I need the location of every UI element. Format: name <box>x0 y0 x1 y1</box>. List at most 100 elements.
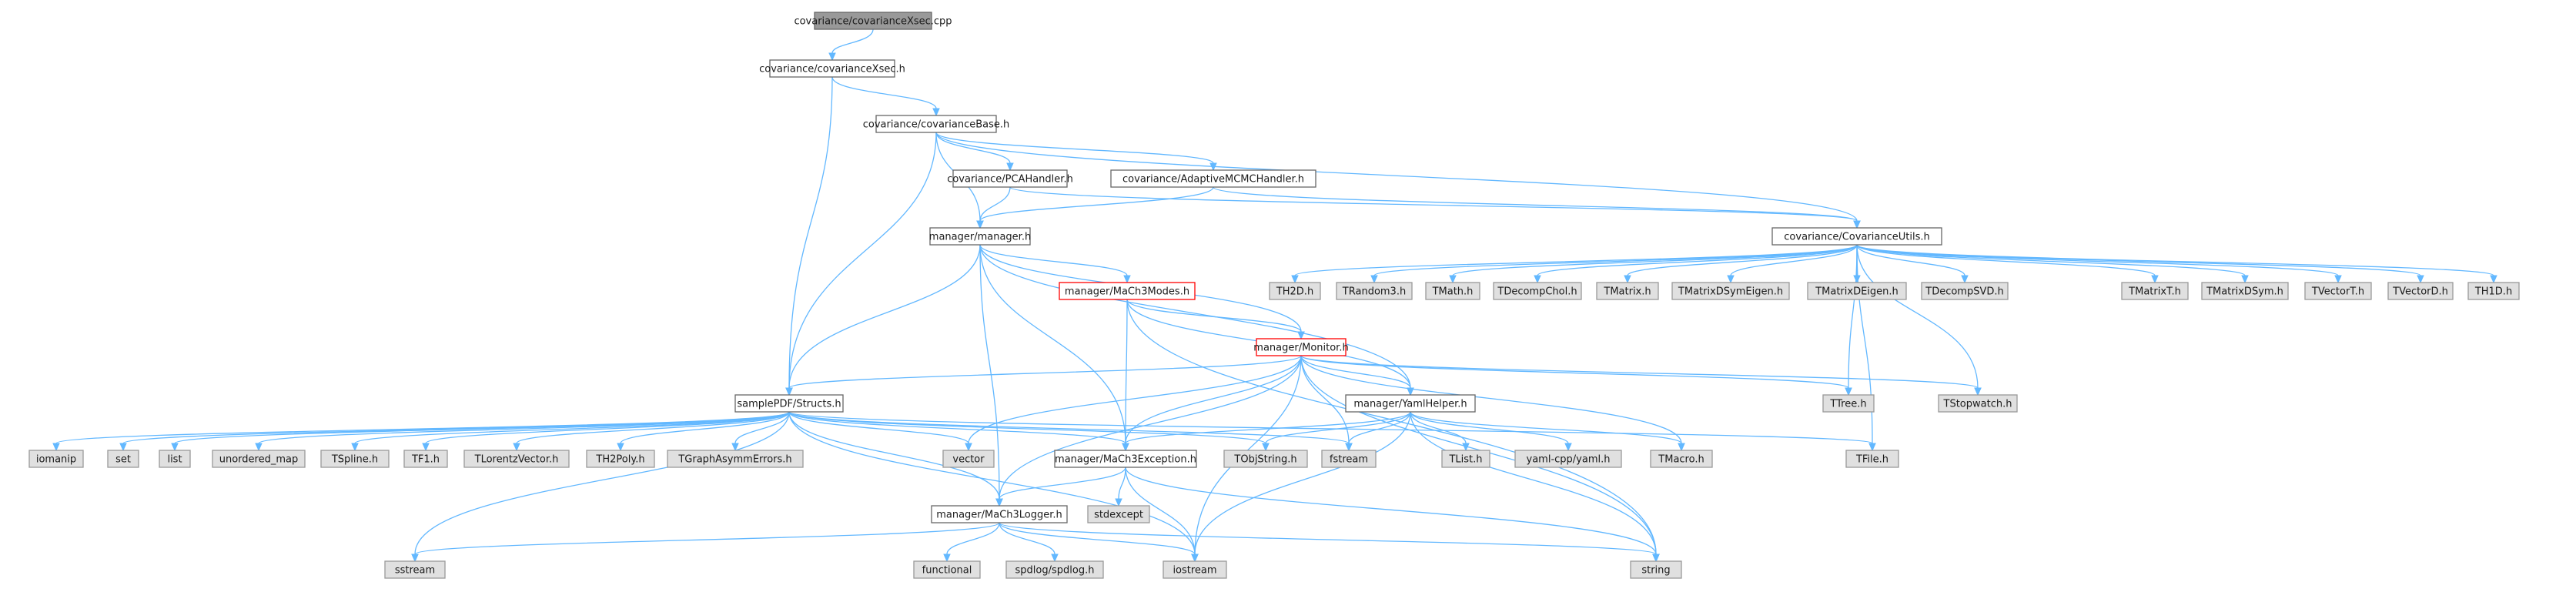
edge-covutils-to-tdecompchol <box>1534 244 1858 284</box>
node-label: vector <box>952 454 985 466</box>
edge-covutils-to-tmatrixdsymeigen <box>1727 244 1858 284</box>
node-tlorentz: TLorentzVector.h <box>463 450 570 468</box>
node-box <box>1110 169 1316 188</box>
node-label: TVectorT.h <box>2311 286 2364 298</box>
edge-modes-to-monitor <box>1126 299 1305 340</box>
edge-logger-to-functional <box>943 522 1000 563</box>
node-base[interactable]: covariance/covarianceBase.h <box>863 115 1010 133</box>
node-tmatrix: TMatrix.h <box>1596 282 1659 300</box>
edge-base-to-pca <box>935 132 1014 172</box>
edge-manager-to-yaml <box>979 244 1414 396</box>
edge-structs-to-th2poly <box>617 411 790 452</box>
node-list: list <box>159 450 191 468</box>
edge-modes-to-exc <box>1122 299 1129 452</box>
edge-exc-to-logger <box>995 467 1126 507</box>
node-modes[interactable]: manager/MaCh3Modes.h <box>1059 282 1196 300</box>
edge-structs-to-tlorentz <box>513 411 790 452</box>
node-box <box>1163 560 1227 579</box>
node-label: TF1.h <box>411 454 440 466</box>
node-box <box>1845 450 1899 468</box>
node-box <box>1441 450 1490 468</box>
edge-adapt-to-covutils <box>1213 186 1861 229</box>
node-tmatrixdsymeigen: TMatrixDSymEigen.h <box>1671 282 1790 300</box>
node-label: string <box>1641 565 1670 577</box>
node-label: TList.h <box>1448 454 1482 466</box>
node-exc[interactable]: manager/MaCh3Exception.h <box>1054 450 1197 468</box>
edge-yaml-to-tlist <box>1410 411 1470 452</box>
node-logger[interactable]: manager/MaCh3Logger.h <box>931 505 1068 523</box>
node-spdlog: spdlog/spdlog.h <box>1005 560 1104 579</box>
node-label: TMatrixDSymEigen.h <box>1678 286 1783 298</box>
node-box <box>931 505 1068 523</box>
node-box <box>1336 282 1413 300</box>
node-trandom3: TRandom3.h <box>1336 282 1413 300</box>
node-box <box>875 115 997 133</box>
node-box <box>1630 560 1682 579</box>
node-box <box>403 450 448 468</box>
node-label: TRandom3.h <box>1342 286 1406 298</box>
node-covutils[interactable]: covariance/CovarianceUtils.h <box>1771 227 1942 246</box>
node-label: TTree.h <box>1829 399 1866 410</box>
node-label: manager/MaCh3Logger.h <box>936 510 1062 521</box>
node-box <box>1054 450 1197 468</box>
node-box <box>1921 282 2009 300</box>
node-root[interactable]: covariance/covarianceXsec.cpp <box>794 12 952 30</box>
edge-yaml-to-fstream <box>1345 411 1411 452</box>
node-label: spdlog/spdlog.h <box>1015 565 1095 577</box>
node-unordered_map: unordered_map <box>212 450 306 468</box>
node-box <box>2201 282 2289 300</box>
node-label: covariance/covarianceBase.h <box>863 119 1010 131</box>
node-label: covariance/covarianceXsec.h <box>759 64 905 75</box>
edge-base-to-structs <box>785 132 937 396</box>
node-box <box>952 169 1068 188</box>
node-label: covariance/PCAHandler.h <box>947 174 1073 186</box>
edge-monitor-to-structs <box>785 355 1302 396</box>
node-box <box>1493 282 1582 300</box>
edge-structs-to-tobjstring <box>788 411 1270 452</box>
node-pca[interactable]: covariance/PCAHandler.h <box>947 169 1073 188</box>
node-adapt[interactable]: covariance/AdaptiveMCMCHandler.h <box>1110 169 1316 188</box>
node-label: TVectorD.h <box>2392 286 2448 298</box>
edge-xsech-to-base <box>831 76 940 117</box>
edge-logger-to-spdlog <box>999 522 1059 563</box>
node-box <box>814 12 932 30</box>
node-box <box>2304 282 2372 300</box>
node-label: iomanip <box>36 454 76 466</box>
edge-adapt-to-manager <box>976 186 1214 229</box>
node-monitor[interactable]: manager/Monitor.h <box>1253 338 1349 356</box>
node-box <box>913 560 981 579</box>
node-label: TLorentzVector.h <box>474 454 559 466</box>
node-manager[interactable]: manager/manager.h <box>929 227 1031 246</box>
node-fstream: fstream <box>1321 450 1377 468</box>
node-label: manager/manager.h <box>929 232 1031 243</box>
node-label: manager/YamlHelper.h <box>1353 399 1467 410</box>
node-box <box>1671 282 1790 300</box>
edge-covutils-to-tstopwatch <box>1856 244 1982 396</box>
node-label: covariance/CovarianceUtils.h <box>1784 232 1929 243</box>
node-th1d: TH1D.h <box>2467 282 2520 300</box>
node-label: samplePDF/Structs.h <box>737 399 841 410</box>
node-box <box>1807 282 1907 300</box>
node-xsech[interactable]: covariance/covarianceXsec.h <box>759 59 905 78</box>
node-label: TMatrixT.h <box>2128 286 2181 298</box>
node-tmatrixt: TMatrixT.h <box>2121 282 2189 300</box>
edge-covutils-to-tvectort <box>1856 244 2342 284</box>
node-label: TMath.h <box>1432 286 1474 298</box>
node-label: fstream <box>1330 454 1368 466</box>
edge-yaml-to-tobjstring <box>1262 411 1411 452</box>
node-tspline: TSpline.h <box>320 450 390 468</box>
node-label: covariance/covarianceXsec.cpp <box>794 16 952 28</box>
edge-logger-to-iostream <box>999 522 1199 563</box>
node-box <box>1771 227 1942 246</box>
node-tvectort: TVectorT.h <box>2304 282 2372 300</box>
edge-structs-to-list <box>171 411 790 452</box>
edge-covutils-to-tdecompsvd <box>1856 244 1969 284</box>
node-label: yaml-cpp/yaml.h <box>1527 454 1611 466</box>
edge-covutils-to-tmatrixt <box>1856 244 2159 284</box>
node-box <box>2467 282 2520 300</box>
node-structs[interactable]: samplePDF/Structs.h <box>734 394 844 413</box>
node-label: sstream <box>395 565 435 577</box>
edge-yaml-to-yamlcpp <box>1410 411 1572 452</box>
edges-layer <box>52 28 2497 563</box>
node-yaml[interactable]: manager/YamlHelper.h <box>1345 394 1476 413</box>
